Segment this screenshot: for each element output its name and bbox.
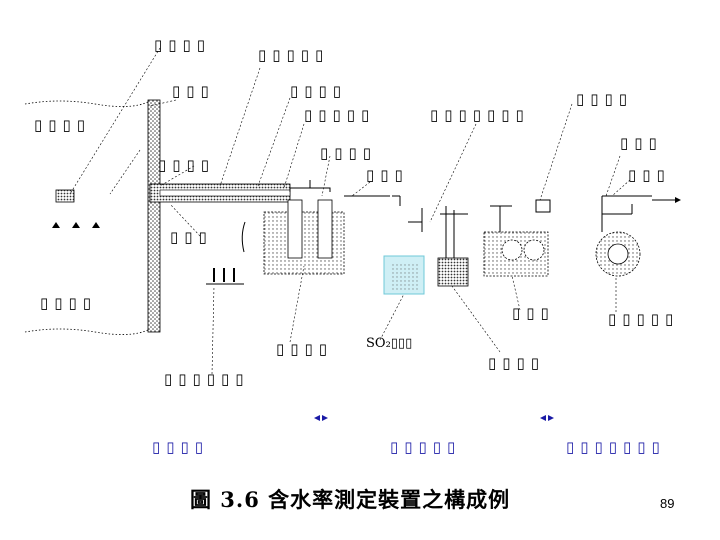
page-number: 89 [660, 496, 675, 511]
label-probe-head: ▯▯▯▯ [154, 36, 212, 54]
label-thermometer: ▯▯▯▯▯▯ [164, 370, 250, 388]
dry-gas-meter-piping [601, 195, 681, 232]
range-arrows [314, 415, 554, 421]
figure-caption: 圖 3.6 含水率測定裝置之構成例 [190, 487, 511, 512]
label-filter: ▯▯▯ [172, 82, 215, 100]
gas-meter-valves [490, 199, 551, 232]
label-bottle: ▯▯▯▯ [320, 144, 378, 162]
so2-absorber-inlet [392, 195, 423, 232]
label-section-measurement: ▯▯▯▯▯▯▯ [566, 438, 666, 456]
label-outlet: ▯▯▯ [628, 166, 671, 184]
label-duct: ▯▯▯▯ [34, 116, 92, 134]
heater-lead [241, 221, 246, 253]
label-pump: ▯▯▯▯ [576, 90, 634, 108]
label-packing: ▯▯▯ [170, 228, 213, 246]
duct-outline [24, 100, 149, 335]
label-ice-bath: ▯▯▯▯ [276, 340, 334, 358]
thermometer [213, 268, 235, 282]
label-heater: ▯▯▯▯▯ [258, 46, 330, 64]
label-gas-meter: ▯▯▯▯▯▯▯ [430, 106, 530, 124]
drying-bottle-tubes [440, 206, 468, 258]
absorption-bottle-1 [287, 199, 333, 259]
gas-flow-arrows [52, 222, 100, 228]
label-insulation: ▯▯▯▯ [158, 156, 216, 174]
label-section-sampling: ▯▯▯▯ [152, 438, 210, 456]
label-drying: ▯▯▯▯ [488, 354, 546, 372]
leader-lines [69, 47, 631, 375]
probe-filter [55, 189, 75, 203]
label-meter: ▯▯▯ [512, 304, 555, 322]
label-thermo: ▯▯▯ [366, 166, 409, 184]
label-gas-flow: ▯▯▯▯ [40, 294, 98, 312]
label-dry-gas-meter: ▯▯▯▯▯ [608, 310, 680, 328]
label-so2-absorber: SO₂▯▯▯ [366, 336, 413, 351]
label-probe-tube: ▯▯▯▯ [290, 82, 348, 100]
bottle-connectors [289, 180, 390, 197]
probe-tube [159, 189, 291, 197]
label-section-absorption: ▯▯▯▯▯ [390, 438, 462, 456]
drying-bottle [437, 257, 469, 287]
duct-wall [147, 99, 161, 333]
label-connector: ▯▯▯▯▯ [304, 106, 376, 124]
label-valve: ▯▯▯ [620, 134, 663, 152]
